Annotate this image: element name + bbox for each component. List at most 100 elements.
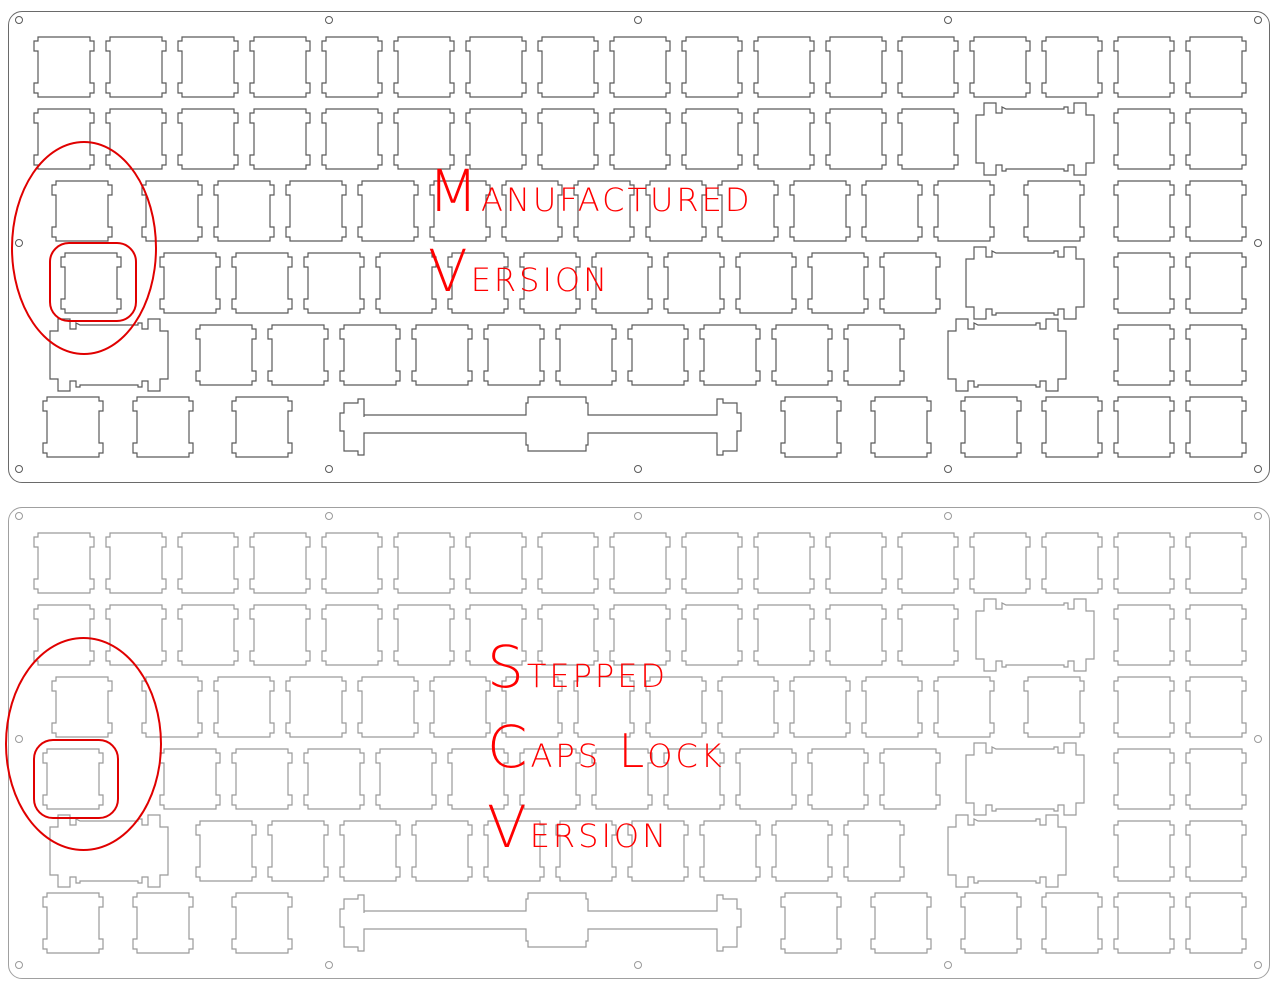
key-cutout bbox=[357, 180, 419, 242]
cutouts-stepped bbox=[15, 512, 1262, 969]
key-cutout bbox=[483, 820, 545, 882]
key-cutout bbox=[465, 108, 527, 170]
key-cutout bbox=[105, 108, 167, 170]
key-cutout bbox=[213, 676, 275, 738]
key-cutout bbox=[960, 396, 1022, 458]
key-cutout bbox=[321, 36, 383, 98]
mounting-hole-icon bbox=[634, 512, 642, 520]
key-cutout bbox=[1113, 532, 1175, 594]
label-line: Stepped bbox=[487, 633, 669, 701]
key-cutout bbox=[969, 532, 1031, 594]
key-cutout bbox=[753, 36, 815, 98]
key-cutout bbox=[105, 604, 167, 666]
mounting-hole-icon bbox=[15, 16, 23, 24]
key-cutout bbox=[195, 820, 257, 882]
key-cutout bbox=[483, 324, 545, 386]
key-cutout bbox=[843, 820, 905, 882]
key-cutout bbox=[249, 36, 311, 98]
key-cutout bbox=[717, 180, 779, 242]
cutouts-manufactured bbox=[15, 16, 1262, 473]
key-cutout bbox=[1185, 180, 1247, 242]
key-cutout bbox=[132, 892, 194, 954]
key-cutout bbox=[681, 532, 743, 594]
key-cutout bbox=[519, 748, 581, 810]
key-cutout bbox=[609, 604, 671, 666]
key-cutout bbox=[753, 532, 815, 594]
key-cutout bbox=[285, 676, 347, 738]
key-cutout bbox=[1113, 36, 1175, 98]
key-cutout bbox=[177, 108, 239, 170]
label-line: Version bbox=[428, 237, 611, 305]
key-cutout bbox=[501, 180, 563, 242]
key-cutout bbox=[267, 324, 329, 386]
key-cutout bbox=[132, 396, 194, 458]
key-cutout bbox=[1185, 892, 1247, 954]
key-cutout bbox=[159, 252, 221, 314]
key-cutout bbox=[897, 604, 959, 666]
key-cutout bbox=[780, 396, 842, 458]
key-cutout bbox=[465, 532, 527, 594]
mounting-hole-icon bbox=[15, 465, 23, 473]
key-cutout bbox=[1041, 396, 1103, 458]
key-cutout bbox=[321, 532, 383, 594]
key-cutout bbox=[825, 532, 887, 594]
key-cutout bbox=[861, 180, 923, 242]
key-cutout bbox=[861, 676, 923, 738]
key-cutout bbox=[771, 820, 833, 882]
key-cutout bbox=[501, 676, 563, 738]
key-cutout bbox=[870, 892, 932, 954]
key-cutout bbox=[33, 36, 95, 98]
key-cutout bbox=[609, 36, 671, 98]
key-cutout bbox=[393, 36, 455, 98]
key-cutout bbox=[735, 252, 797, 314]
key-cutout bbox=[429, 180, 491, 242]
key-cutout bbox=[1185, 252, 1247, 314]
key-cutout bbox=[1113, 748, 1175, 810]
mounting-hole-icon bbox=[634, 465, 642, 473]
key-cutout bbox=[267, 820, 329, 882]
spacebar-cutout bbox=[339, 892, 742, 952]
label-line: Caps Lock bbox=[487, 713, 725, 781]
mounting-hole-icon bbox=[944, 512, 952, 520]
key-cutout bbox=[465, 604, 527, 666]
mounting-hole-icon bbox=[15, 512, 23, 520]
key-cutout bbox=[249, 532, 311, 594]
key-cutout bbox=[375, 252, 437, 314]
key-cutout bbox=[141, 180, 203, 242]
key-cutout bbox=[879, 748, 941, 810]
key-cutout bbox=[429, 676, 491, 738]
key-cutout bbox=[339, 820, 401, 882]
key-cutout bbox=[411, 820, 473, 882]
key-cutout bbox=[681, 36, 743, 98]
key-cutout bbox=[141, 676, 203, 738]
key-cutout bbox=[1185, 676, 1247, 738]
mounting-hole-icon bbox=[944, 465, 952, 473]
key-cutout bbox=[1041, 36, 1103, 98]
key-cutout bbox=[105, 532, 167, 594]
mounting-hole-icon bbox=[944, 961, 952, 969]
key-cutout bbox=[537, 36, 599, 98]
key-cutout bbox=[609, 108, 671, 170]
key-cutout bbox=[879, 252, 941, 314]
key-cutout bbox=[627, 820, 689, 882]
key-cutout bbox=[231, 892, 293, 954]
mounting-hole-icon bbox=[1254, 16, 1262, 24]
key-cutout bbox=[393, 604, 455, 666]
key-cutout bbox=[1023, 676, 1085, 738]
key-cutout bbox=[177, 532, 239, 594]
key-cutout bbox=[447, 748, 509, 810]
key-cutout bbox=[933, 180, 995, 242]
key-cutout bbox=[1185, 108, 1247, 170]
spacebar-cutout bbox=[339, 396, 742, 456]
key-cutout bbox=[411, 324, 473, 386]
label-manufactured-version: Manufactured Version bbox=[428, 162, 753, 300]
key-cutout bbox=[699, 820, 761, 882]
stabilized-key-cutout bbox=[975, 598, 1095, 672]
key-cutout bbox=[807, 252, 869, 314]
stabilized-key-cutout bbox=[947, 814, 1067, 888]
key-cutout bbox=[42, 396, 104, 458]
key-cutout bbox=[1041, 892, 1103, 954]
key-cutout bbox=[681, 604, 743, 666]
key-cutout bbox=[591, 748, 653, 810]
key-cutout bbox=[1023, 180, 1085, 242]
